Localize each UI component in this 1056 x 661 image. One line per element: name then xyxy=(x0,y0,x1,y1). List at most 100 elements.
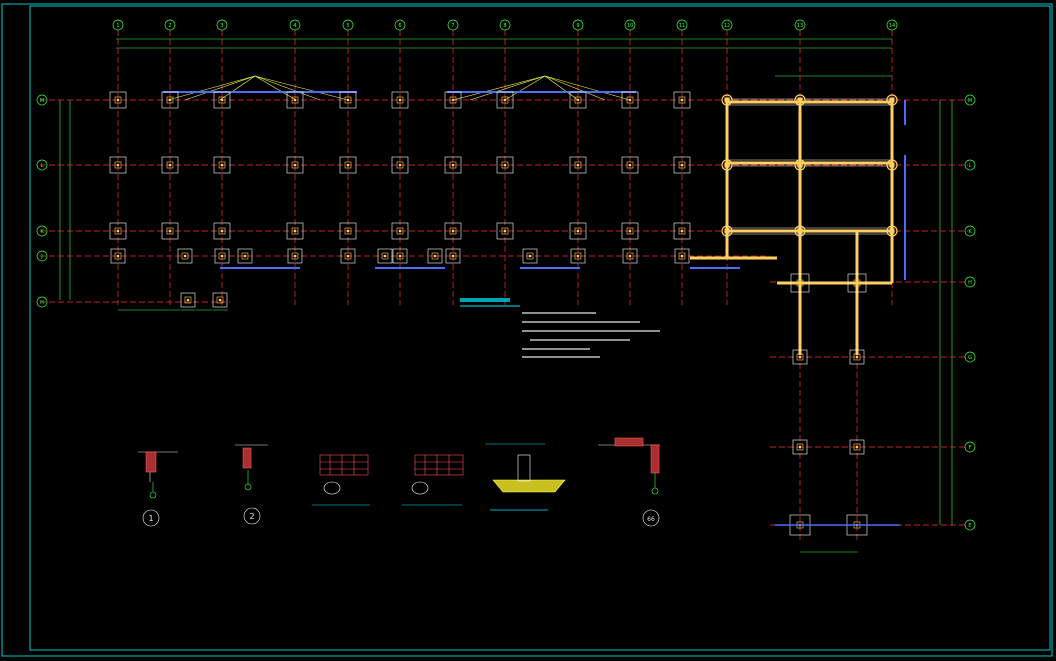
footing-rJ-c7-center xyxy=(398,254,402,258)
axis-bubble-row-left-K xyxy=(36,225,48,237)
axis-bubble-col-4 xyxy=(289,19,301,31)
axis-bubble-col-1 xyxy=(112,19,124,31)
footing-r0-c7-column xyxy=(501,96,509,104)
beam-outline-right-wing xyxy=(727,98,892,235)
footing-r2-c4-pad xyxy=(339,222,357,240)
beam-joint-7 xyxy=(794,225,806,237)
footing-wing-1 xyxy=(849,349,865,365)
footing-rJ-c11 xyxy=(570,248,586,264)
axis-bubble-label-col-4: 4 xyxy=(293,23,296,29)
axis-bubble-col-7 xyxy=(447,19,459,31)
beam-joint-1 xyxy=(794,94,806,106)
footing-r1-c3-pad xyxy=(286,156,304,174)
footing-wing-3 xyxy=(849,439,865,455)
footing-r2-c7-column xyxy=(501,227,509,235)
title-block-frame xyxy=(29,5,1051,651)
footing-r0-c4 xyxy=(339,91,357,109)
detail-2 xyxy=(235,444,268,525)
footing-wing-3-center xyxy=(855,445,859,449)
axis-bubble-label-col-12: 12 xyxy=(724,23,730,29)
footing-r1-c5-column xyxy=(396,161,404,169)
footing-rJ-c12-center xyxy=(628,254,632,258)
footing-r2-c10-column xyxy=(678,227,686,235)
footing-r0-c2-column xyxy=(218,96,226,104)
footing-r0-c3-pad xyxy=(286,91,304,109)
axis-bubble-row-left-H xyxy=(36,296,48,308)
footing-rJ-c3-center xyxy=(243,254,247,258)
footing-r0-c5-column xyxy=(396,96,404,104)
footing-rJ-c11-pad xyxy=(570,248,586,264)
axis-bubble-row-right-F xyxy=(964,441,976,453)
footing-rH-1 xyxy=(180,292,196,308)
footing-rJ-c3-column xyxy=(241,252,249,260)
footing-rJ-c1-column xyxy=(181,252,189,260)
footing-r0-c4-column xyxy=(344,96,352,104)
footing-r2-c0-center xyxy=(116,229,120,233)
footing-rJ-c8-column xyxy=(431,252,439,260)
beam-joint-5 xyxy=(886,159,898,171)
footing-rJ-c5-center xyxy=(346,254,350,258)
beam-joint-core-3 xyxy=(724,162,730,168)
footing-r1-c8-center xyxy=(576,163,580,167)
axis-bubble-label-row-right-G: G xyxy=(968,355,972,361)
axis-bubble-label-col-10: 10 xyxy=(627,23,633,29)
footing-rJ-c4-center xyxy=(293,254,297,258)
footing-rJ-c6-pad xyxy=(377,248,393,264)
footing-wing-3-column xyxy=(853,443,861,451)
beam-joint-core-8 xyxy=(889,228,895,234)
footing-r0-c3 xyxy=(286,91,304,109)
sheet-frame xyxy=(1,3,1053,657)
footing-r2-c5-column xyxy=(396,227,404,235)
footing-wing-H-1 xyxy=(847,273,867,293)
footing-rJ-c3-pad xyxy=(237,248,253,264)
footing-rJ-c0-pad xyxy=(110,248,126,264)
footing-wing-2-column xyxy=(796,443,804,451)
footing-r0-c7 xyxy=(496,91,514,109)
axis-bubble-label-col-13: 13 xyxy=(797,23,803,29)
footing-rJ-c7 xyxy=(392,248,408,264)
footing-r1-c4-pad xyxy=(339,156,357,174)
footing-rJ-c2-column xyxy=(218,252,226,260)
axis-bubble-col-10 xyxy=(624,19,636,31)
axis-bubble-label-row-right-M: M xyxy=(968,98,972,104)
axis-bubble-col-6 xyxy=(394,19,406,31)
footing-wing-H-0 xyxy=(790,273,810,293)
axis-bubble-row-left-J xyxy=(36,250,48,262)
axis-bubble-col-13 xyxy=(794,19,806,31)
footing-r2-c4-center xyxy=(346,229,350,233)
footing-rH-1-column xyxy=(184,296,192,304)
footing-r0-c7-center xyxy=(503,98,507,102)
footing-rJ-c0-column xyxy=(114,252,122,260)
footing-rJ-c3 xyxy=(237,248,253,264)
axis-bubble-col-9 xyxy=(572,19,584,31)
footing-wing-0-column xyxy=(796,353,804,361)
axis-bubble-col-12 xyxy=(721,19,733,31)
footing-rJ-c0-center xyxy=(116,254,120,258)
footing-r0-c6-pad xyxy=(444,91,462,109)
detail-1 xyxy=(138,451,178,527)
beam-joint-core-7 xyxy=(797,228,803,234)
footing-rJ-c4 xyxy=(287,248,303,264)
footing-r1-c5-pad xyxy=(391,156,409,174)
footing-rJ-c7-column xyxy=(396,252,404,260)
dimension-lines xyxy=(59,38,953,553)
footing-r0-c2-pad xyxy=(213,91,231,109)
footing-wing-0-center xyxy=(798,355,802,359)
axis-bubble-label-col-9: 9 xyxy=(576,23,579,29)
footing-r2-c9-center xyxy=(628,229,632,233)
footing-rJ-c4-column xyxy=(291,252,299,260)
footing-r2-c5 xyxy=(391,222,409,240)
footing-rJ-c10-pad xyxy=(522,248,538,264)
footing-wing-H-0-pad xyxy=(790,273,810,293)
footing-r0-c8-column xyxy=(574,96,582,104)
footing-rH-2 xyxy=(212,292,228,308)
footing-r1-c6-column xyxy=(449,161,457,169)
footing-r2-c6-pad xyxy=(444,222,462,240)
footing-r1-c1 xyxy=(161,156,179,174)
detail-footing-section xyxy=(485,443,566,511)
footing-r0-c5-pad xyxy=(391,91,409,109)
footing-rJ-c13 xyxy=(674,248,690,264)
footing-r1-c8-pad xyxy=(569,156,587,174)
footing-rJ-c9-center xyxy=(451,254,455,258)
